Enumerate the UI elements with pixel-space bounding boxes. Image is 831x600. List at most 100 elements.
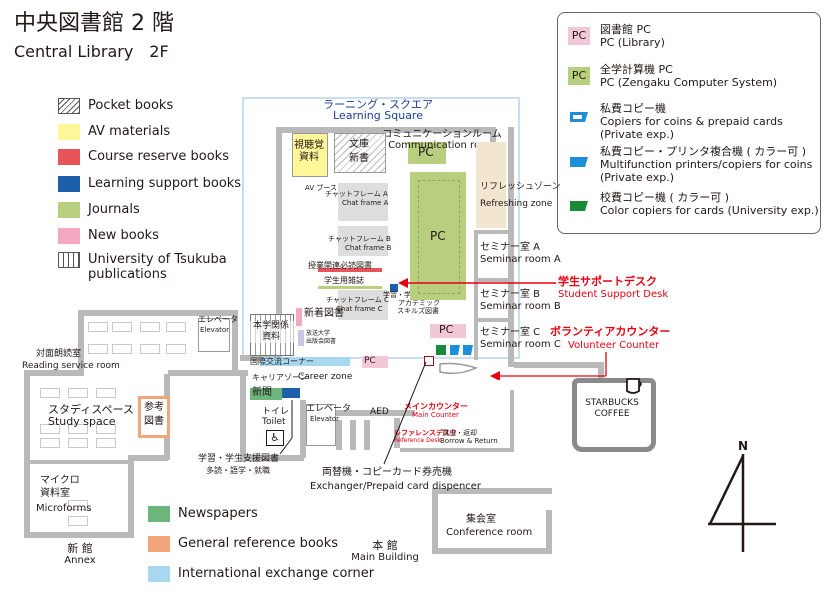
elevator-main-label-en: Elevator	[310, 415, 340, 423]
international-exchange-swatch	[148, 566, 170, 582]
av-booth-label: AV ブース	[305, 184, 338, 192]
international-label: 国際交流コーナー	[250, 357, 314, 366]
reference-desk-label-jp: レファレンスデスク	[394, 429, 457, 437]
newspapers-area	[250, 388, 282, 400]
library-pc-label: PC	[439, 323, 454, 336]
learning-square-label-en: Learning Square	[333, 109, 423, 122]
pc-area-label: PC	[430, 229, 446, 243]
chat-frame-b-label-jp: チャットフレーム B	[328, 235, 391, 243]
borrow-return-label-en: Borrow & Return	[440, 437, 498, 445]
main-counter-desk	[439, 362, 478, 375]
seminar-b-label-en: Seminar room B	[480, 301, 561, 312]
microforms-label-jp: マイクロ 資料室	[40, 475, 80, 499]
wall	[240, 455, 304, 461]
aed-label: AED	[370, 407, 389, 417]
elevator-label-jp: エレベータ	[198, 315, 238, 324]
legend-label: New books	[88, 228, 159, 243]
wall	[432, 488, 438, 552]
equipment-jp: 校費コピー機 ( カラー可 )	[600, 191, 730, 204]
pocket-books-swatch	[58, 98, 80, 114]
main-building-label-en: Main Building	[351, 552, 419, 563]
seminar-b-label-jp: セミナー室 B	[480, 289, 541, 300]
study-space-label-jp: スタディスペース	[48, 403, 134, 416]
reference-books-area	[138, 396, 170, 438]
callout-exchanger-en: Exchanger/Prepaid card dispencer	[310, 481, 482, 492]
hosei-label: 放送大学 出版会図書	[306, 330, 337, 345]
wall	[474, 318, 514, 322]
seminar-c-label-jp: セミナー室 C	[480, 327, 541, 338]
learning-square-label-jp: ラーニング・スクエア	[323, 98, 433, 111]
course-reserve-swatch	[58, 149, 80, 165]
legend-label: Pocket books	[88, 98, 174, 113]
learning-support-area	[282, 388, 300, 398]
journals-shelf	[318, 286, 382, 289]
wall	[240, 370, 246, 460]
wall	[276, 127, 496, 133]
wall	[474, 230, 514, 234]
new-books-swatch	[58, 228, 80, 244]
equipment-en: (Private exp.)	[600, 128, 674, 141]
exchanger-machine	[424, 356, 434, 366]
coffee-cup-icon	[626, 378, 642, 394]
north-label: N	[738, 439, 749, 453]
pocket-books-area	[334, 133, 386, 173]
zengaku-pc-badge: PC	[568, 67, 590, 85]
chat-frame-c-label-en: Chat frame C	[336, 305, 383, 313]
student-support-arrow	[398, 278, 556, 288]
student-support-desk-label-en: Student Support Desk	[558, 289, 669, 300]
wall	[78, 310, 238, 316]
library-pc-badge: PC	[568, 27, 590, 45]
legend-label: International exchange corner	[178, 566, 375, 581]
wall	[128, 455, 168, 461]
callout-exchanger-jp: 両替機・コピーカード券売機	[322, 467, 452, 478]
wall	[400, 448, 514, 452]
accessible-toilet-icon: ♿	[266, 430, 284, 446]
wall	[474, 230, 478, 360]
course-reserve-shelf	[318, 268, 382, 272]
learning-support-swatch	[58, 176, 80, 192]
wall	[24, 370, 30, 536]
exchanger-leader	[383, 361, 427, 465]
equipment-jp: 全学計算機 PC	[600, 63, 673, 76]
wall	[232, 310, 238, 374]
library-pc-label-2: PC	[364, 356, 376, 366]
av-materials-area	[292, 133, 328, 177]
wall	[300, 400, 306, 458]
equipment-en: Color copiers for cards (University exp.…	[600, 204, 819, 217]
volunteer-counter-arrow	[490, 352, 607, 380]
equipment-en: PC (Zengaku Computer System)	[600, 76, 778, 89]
equipment-jp: 私費コピー・プリンタ複合機 ( カラー可 )	[600, 145, 807, 158]
wall	[168, 370, 248, 376]
chat-frame-b	[338, 226, 388, 256]
wall	[350, 420, 356, 450]
study-support-label-2: アカデミック	[398, 299, 440, 307]
wall	[432, 548, 552, 554]
reference-desk-label-en: Reference Desk	[394, 437, 442, 444]
av-room-label: 視聴覚 資料	[294, 140, 324, 163]
career-zone	[250, 372, 350, 386]
callout-study-support-jp2: 多読・語学・就職	[206, 466, 270, 475]
wall	[514, 362, 604, 368]
wall	[276, 127, 282, 365]
equipment-jp: 私費コピー機	[600, 102, 666, 115]
main-building-label-jp: 本 館	[372, 539, 398, 552]
wall	[432, 488, 552, 494]
wall	[474, 278, 514, 282]
seminar-a-label-en: Seminar room A	[480, 254, 561, 265]
learning-support-shelf	[390, 284, 398, 292]
wall	[510, 390, 514, 450]
multifunction-printer-icon	[570, 157, 588, 167]
wall	[30, 460, 130, 464]
toilet-label-jp: トイレ	[262, 407, 290, 417]
library-pc-block-2	[362, 356, 388, 368]
page-title-jp: 中央図書館 2 階	[14, 11, 174, 36]
microforms-label-en: Microforms	[36, 503, 92, 514]
honbu-label: 本学関係 資料	[248, 321, 294, 343]
new-books-label: 新着図書	[304, 308, 344, 319]
pc-area	[410, 172, 466, 300]
elevator-label-en: Elevator	[200, 326, 230, 334]
career-zone-label-jp: キャリアゾーン	[252, 373, 308, 382]
wall	[128, 458, 134, 538]
wall	[364, 420, 370, 450]
